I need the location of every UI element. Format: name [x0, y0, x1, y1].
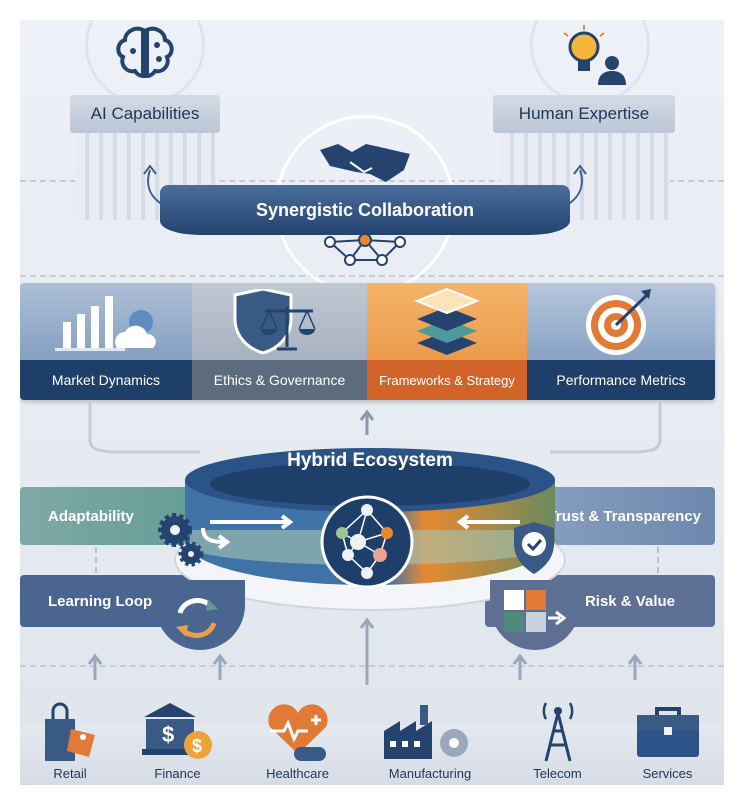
handshake-icon — [320, 144, 410, 182]
industry-label: Telecom — [533, 766, 582, 781]
gears-icon — [158, 513, 231, 567]
category-market-dynamics[interactable]: Market Dynamics — [20, 283, 192, 400]
hybrid-ecosystem-title: Hybrid Ecosystem — [287, 450, 453, 471]
risk-value-matrix-icon — [504, 590, 567, 632]
svg-text:$: $ — [162, 722, 174, 747]
industry-healthcare[interactable]: Healthcare — [240, 680, 355, 785]
upward-arrows — [87, 617, 643, 685]
shield-scales-icon — [233, 289, 316, 354]
category-label: Ethics & Governance — [192, 360, 367, 400]
connector-lines — [88, 400, 662, 454]
industry-retail[interactable]: Retail — [20, 680, 120, 785]
brain-icon — [116, 26, 174, 79]
network-nodes-icon — [324, 233, 406, 266]
industry-services[interactable]: Services — [615, 680, 720, 785]
target-icon — [586, 288, 651, 355]
category-performance-metrics[interactable]: Performance Metrics — [527, 283, 715, 400]
bar-chart-cloud-icon — [55, 295, 156, 351]
guide-line — [20, 665, 724, 667]
ai-capabilities-label: AI Capabilities — [70, 95, 220, 133]
industry-manufacturing[interactable]: Manufacturing — [365, 680, 495, 785]
category-strip: Market Dynamics Ethics & Governance — [20, 283, 715, 400]
human-expertise-label: Human Expertise — [493, 95, 675, 133]
briefcase-icon — [636, 707, 699, 757]
lightbulb-person-icon — [563, 25, 626, 85]
network-icon — [320, 495, 414, 589]
heart-pulse-icon — [267, 703, 328, 761]
industry-label: Healthcare — [266, 766, 329, 781]
infographic: AI Capabilities Human Expertise Synergis… — [20, 20, 724, 785]
shopping-bag-icon — [45, 702, 95, 761]
category-frameworks-strategy[interactable]: Frameworks & Strategy — [367, 283, 527, 400]
cell-tower-icon — [542, 701, 573, 761]
industry-label: Services — [642, 766, 693, 781]
synergistic-collaboration-banner: Synergistic Collaboration — [160, 185, 570, 235]
industry-label: Retail — [53, 766, 87, 781]
category-label: Frameworks & Strategy — [367, 360, 527, 400]
shield-check-icon — [514, 522, 554, 574]
industry-telecom[interactable]: Telecom — [505, 680, 610, 785]
category-label: Performance Metrics — [527, 360, 715, 400]
factory-icon — [384, 705, 468, 759]
category-label: Market Dynamics — [20, 360, 192, 400]
layers-icon — [414, 287, 480, 355]
category-ethics-governance[interactable]: Ethics & Governance — [192, 283, 367, 400]
learning-loop-cycle-icon — [176, 598, 218, 638]
industry-label: Finance — [154, 766, 201, 781]
svg-text:$: $ — [192, 736, 202, 756]
industry-label: Manufacturing — [388, 766, 472, 781]
bank-dollar-icon: $$ — [141, 702, 212, 759]
industry-finance[interactable]: $$ Finance — [125, 680, 230, 785]
